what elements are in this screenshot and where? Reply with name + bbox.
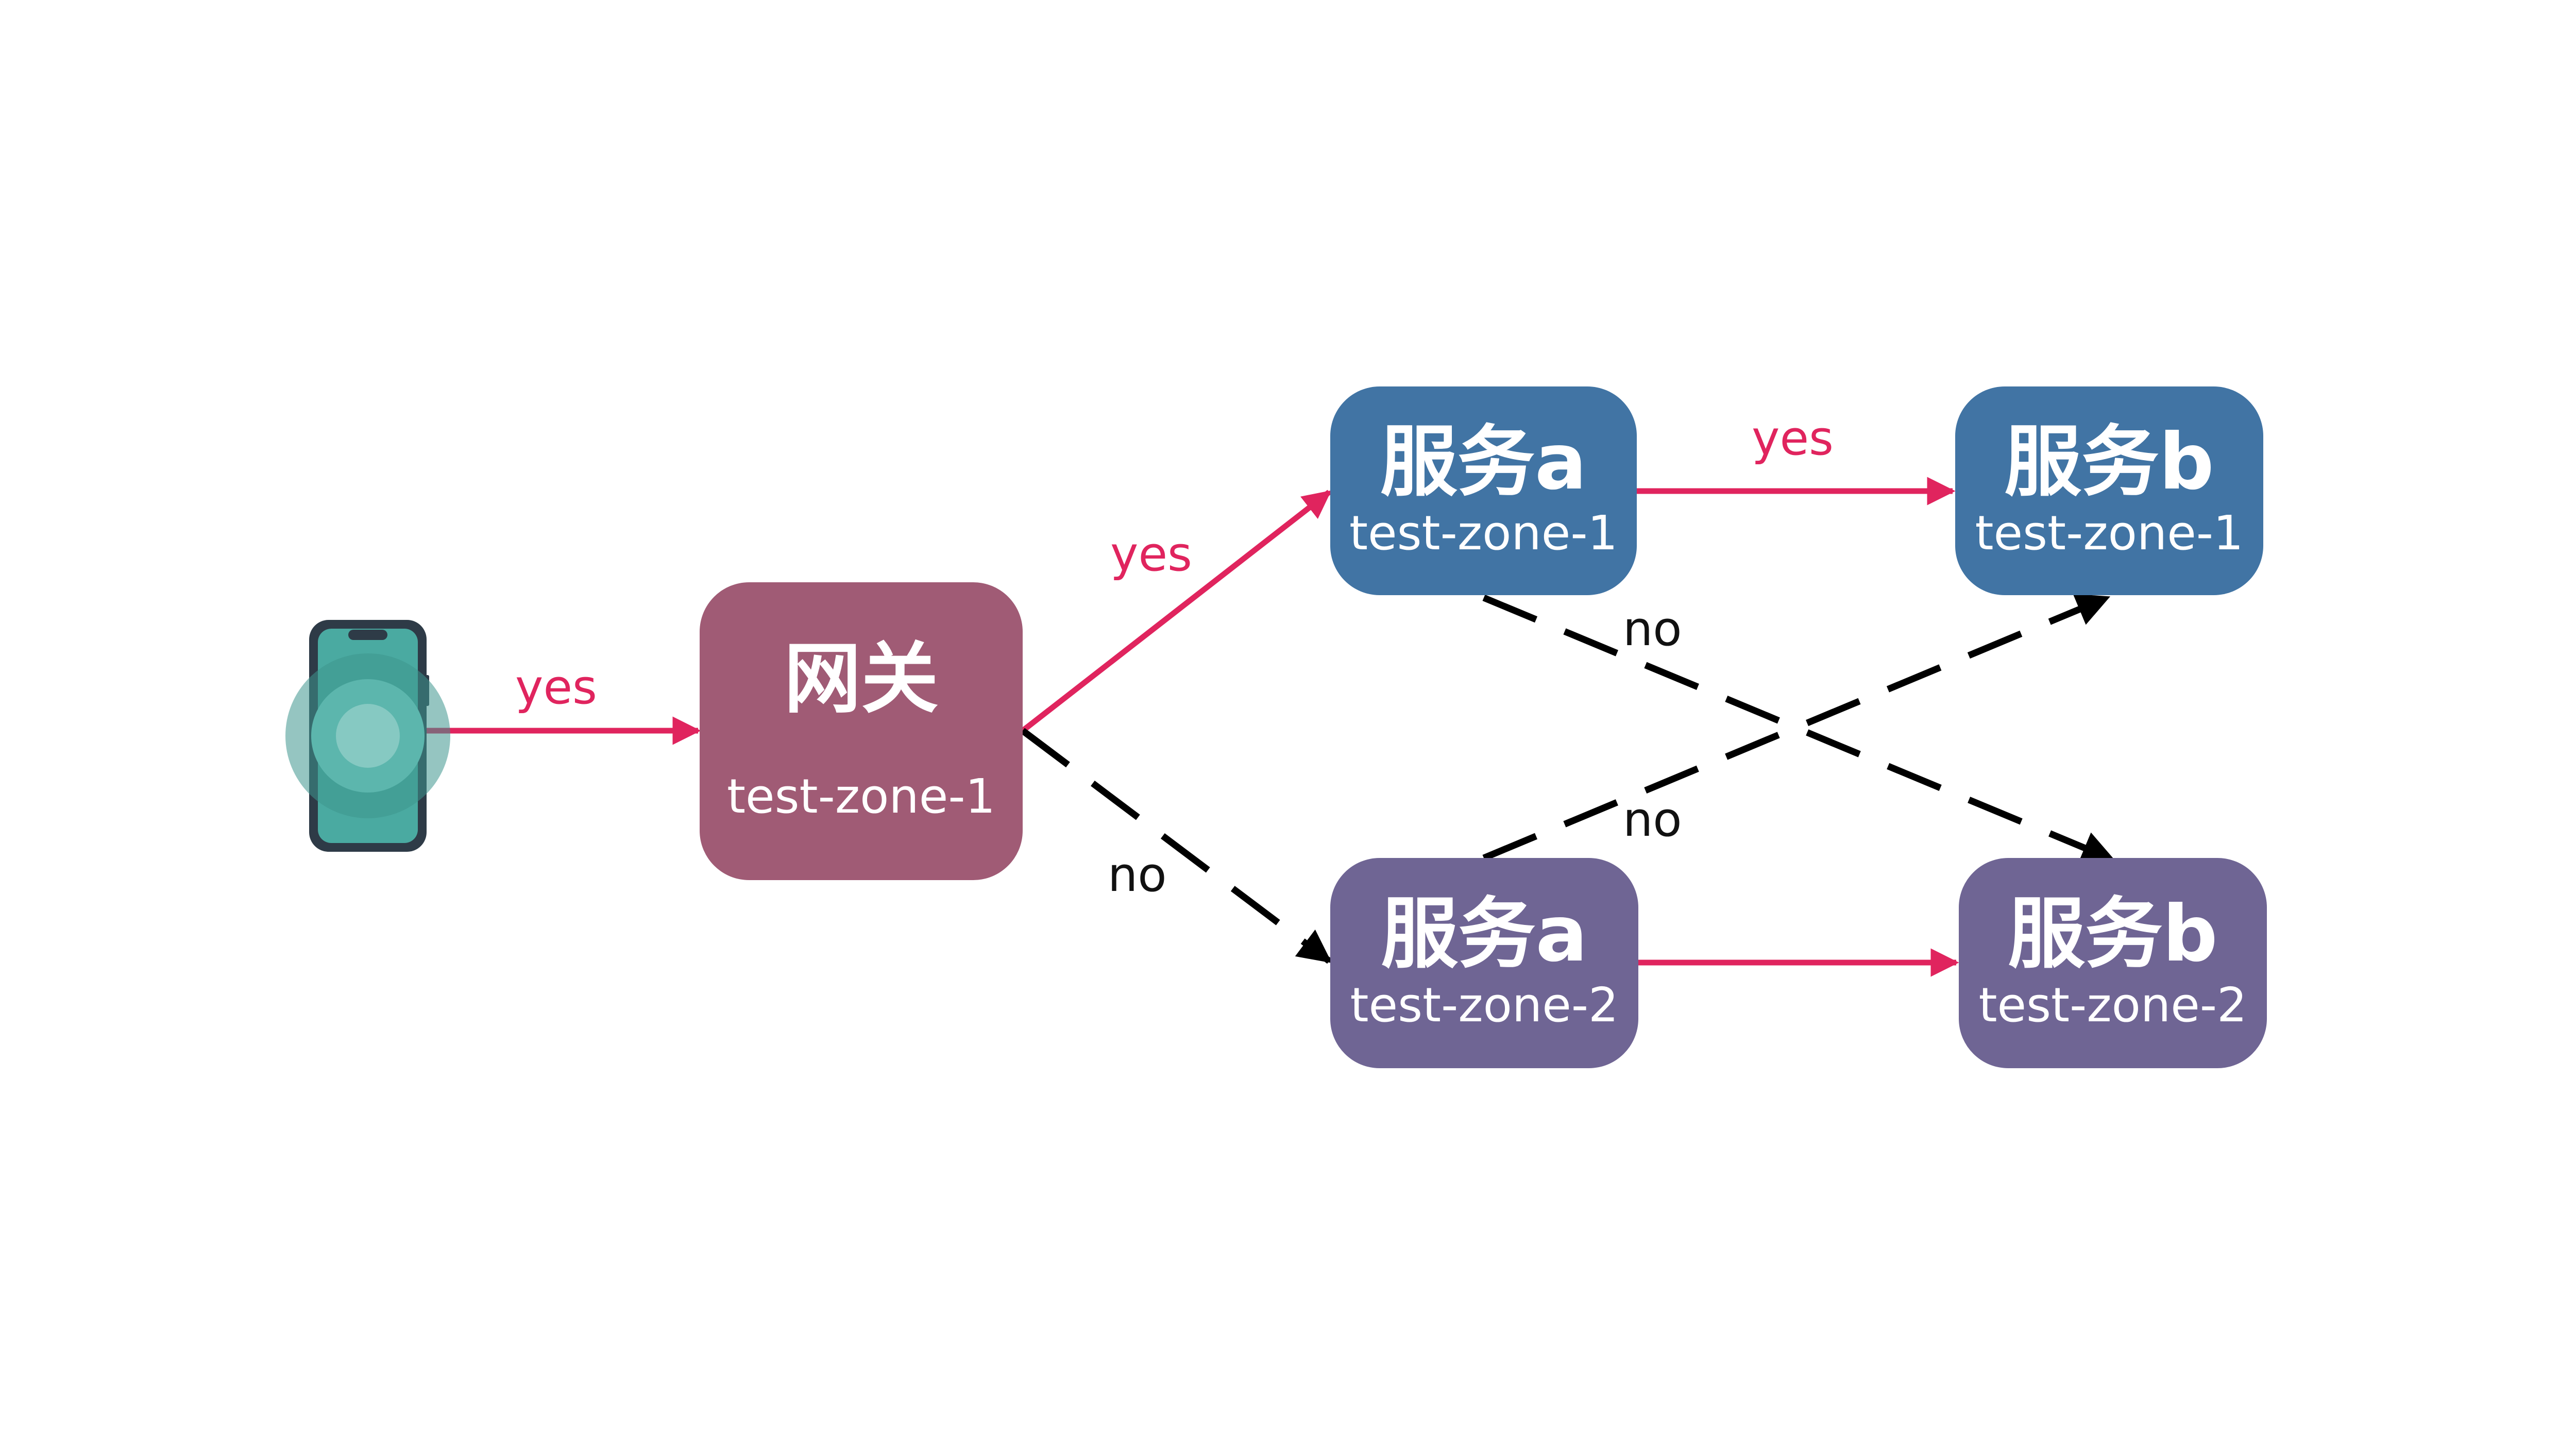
service-a-zone1-title: 服务a — [1380, 417, 1587, 507]
gateway-zone: test-zone-1 — [726, 769, 996, 824]
edge-gateway-to-service-a-zone2 — [1021, 728, 1332, 964]
service-a-zone1-node[interactable]: 服务a test-zone-1 — [1330, 386, 1637, 595]
edge-service-a-zone1-to-service-b-zone2 — [1482, 594, 2116, 864]
edge-gateway-to-service-a-zone1 — [1021, 490, 1332, 733]
label-phone-to-gateway: yes — [515, 660, 597, 715]
label-service-a-zone1-to-service-b-zone1: yes — [1752, 411, 1834, 466]
service-b-zone1-zone: test-zone-1 — [1975, 505, 2244, 561]
label-gateway-to-service-a-zone1: yes — [1110, 527, 1192, 582]
label-gateway-to-service-a-zone2: no — [1108, 847, 1167, 902]
service-b-zone2-node[interactable]: 服务b test-zone-2 — [1959, 858, 2267, 1068]
service-b-zone1-node[interactable]: 服务b test-zone-1 — [1955, 386, 2263, 595]
service-b-zone2-title: 服务b — [2008, 889, 2218, 980]
service-b-zone2-zone: test-zone-2 — [1978, 978, 2247, 1033]
gateway-title: 网关 — [784, 634, 939, 724]
service-b-zone1-title: 服务b — [2004, 417, 2214, 507]
service-a-zone1-zone: test-zone-1 — [1349, 505, 1618, 561]
service-a-zone2-node[interactable]: 服务a test-zone-2 — [1330, 858, 1638, 1068]
edge-service-a-zone2-to-service-b-zone1 — [1482, 594, 2110, 861]
service-a-zone2-title: 服务a — [1381, 889, 1588, 980]
smartphone-icon — [285, 620, 450, 852]
label-service-a-zone2-to-service-b-zone1: no — [1623, 792, 1682, 847]
label-service-a-zone1-to-service-b-zone2: no — [1623, 601, 1682, 656]
service-a-zone2-zone: test-zone-2 — [1350, 978, 1619, 1033]
gateway-node[interactable]: 网关 test-zone-1 — [700, 582, 1023, 880]
